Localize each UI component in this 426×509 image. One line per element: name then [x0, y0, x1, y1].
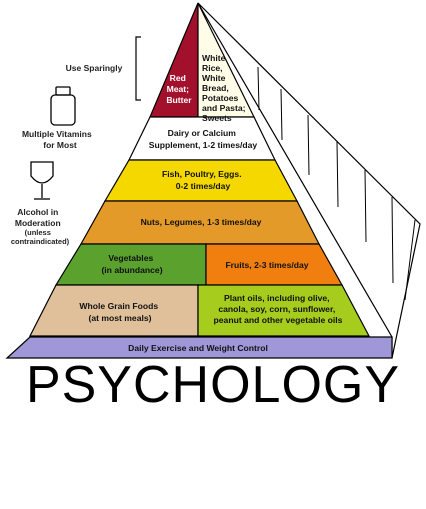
multiple-vitamins-label: Multiple Vitamins for Most [22, 129, 94, 150]
psychology-banner: PSYCHOLOGY [25, 356, 401, 414]
vegetables-label: Vegetables (in abundance) [101, 253, 162, 275]
wine-glass-icon [30, 161, 54, 200]
exercise-label: Daily Exercise and Weight Control [128, 343, 268, 353]
use-sparingly-bracket [135, 36, 141, 101]
fruits-label: Fruits, 2-3 times/day [225, 260, 308, 270]
white-foods-label: White Rice, White Bread, Potatoes and Pa… [202, 53, 248, 123]
whole-grain-label: Whole Grain Foods (at most meals) [79, 301, 160, 323]
plant-oils-label: Plant oils, including olive, canola, soy… [214, 293, 343, 325]
side-face-lines [257, 66, 416, 301]
tier-dairy [128, 116, 276, 161]
alcohol-label: Alcohol in Moderation (unless contraindi… [11, 202, 70, 246]
use-sparingly-label: Use Sparingly [66, 63, 123, 73]
tier-exercise [5, 336, 393, 359]
vitamin-bottle-icon [50, 86, 76, 126]
tier-plant-oils [197, 284, 370, 337]
dairy-label: Dairy or Calcium Supplement, 1-2 times/d… [149, 128, 258, 150]
fish-label: Fish, Poultry, Eggs. 0-2 times/day [162, 169, 244, 191]
nuts-label: Nuts, Legumes, 1-3 times/day [141, 217, 262, 227]
red-meat-label: Red Meat; Butter [166, 73, 192, 105]
